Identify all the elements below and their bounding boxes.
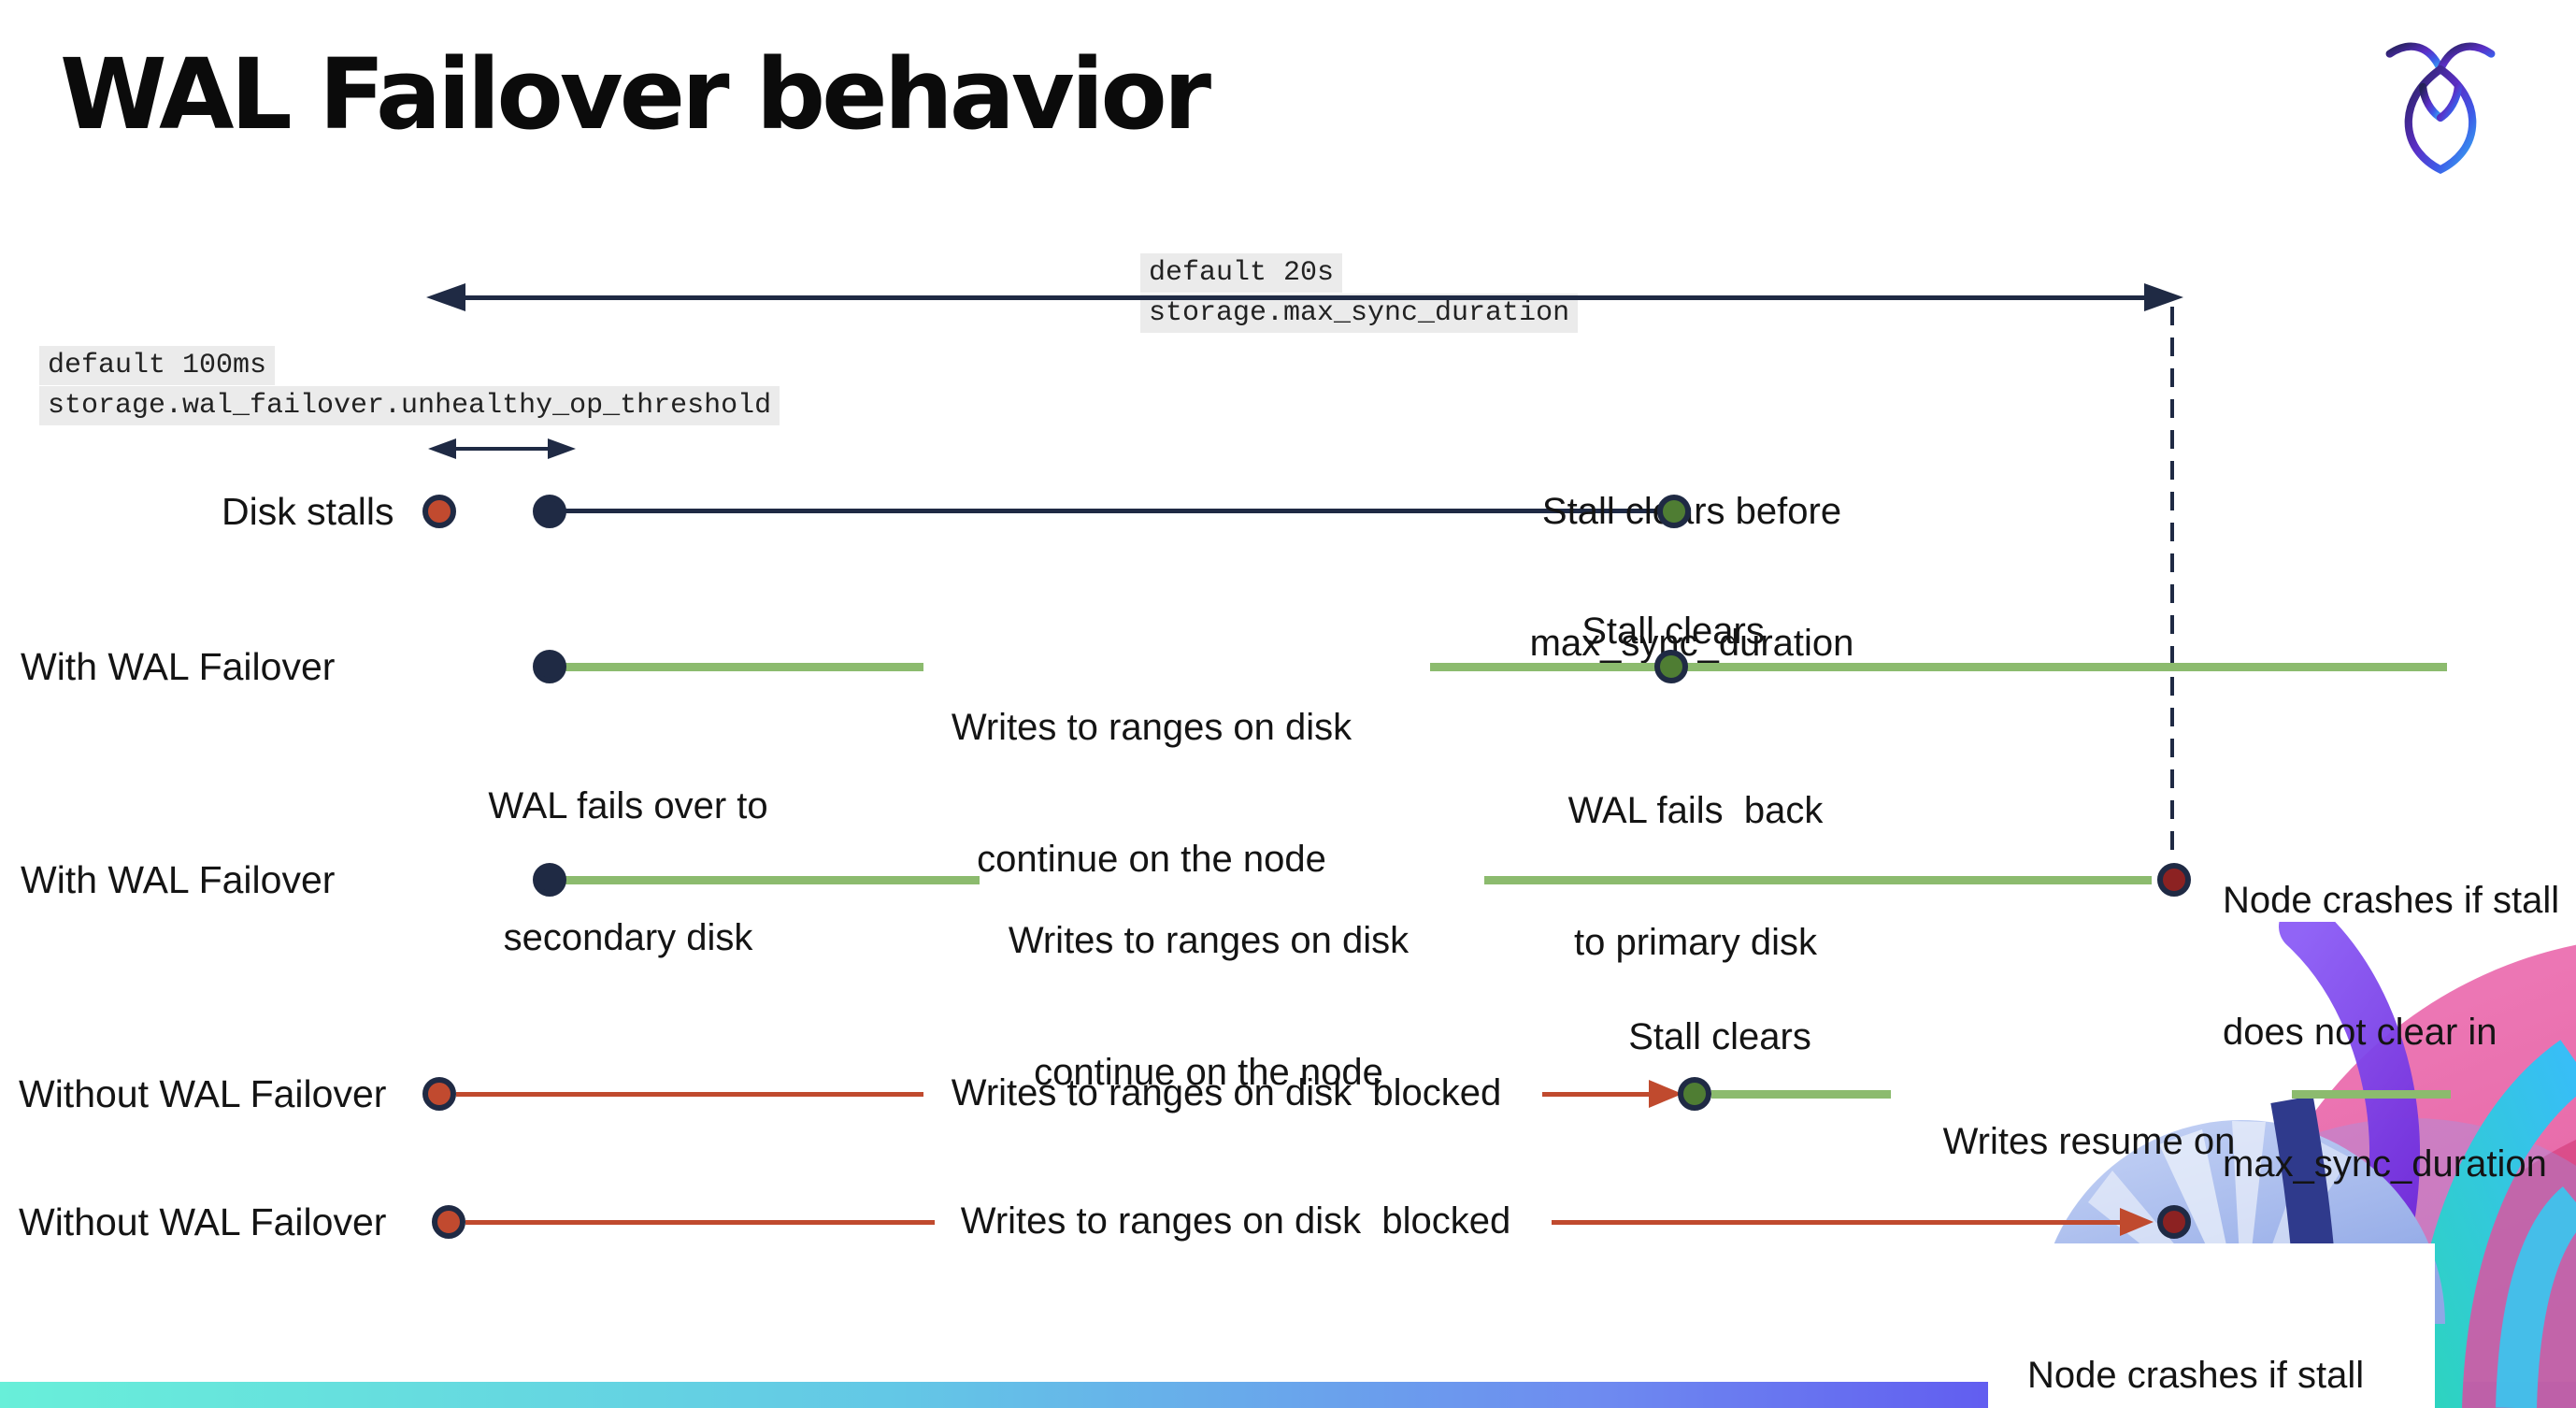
- row-without-failover-1-label: Without WAL Failover: [19, 1072, 387, 1115]
- max-sync-arrowhead-left: [426, 283, 465, 311]
- stall-clears-before-note: Stall clears before max_sync_duration: [1529, 491, 1854, 664]
- writes-continue-note-row2: Writes to ranges on disk continue on the…: [951, 707, 1352, 880]
- stall-clears-dot-row4: [1678, 1077, 1711, 1111]
- max-sync-default-label: default 20s: [1140, 253, 1343, 293]
- threshold-arrow-line: [454, 447, 550, 451]
- writes-blocked-note-row5: Writes to ranges on disk blocked: [960, 1200, 1511, 1242]
- row-with-failover-1-label: With WAL Failover: [21, 645, 336, 688]
- stall-clears-dot-row1: [1657, 495, 1691, 528]
- node-crash-note-row3: Node crashes if stall does not clear in …: [2223, 880, 2560, 1185]
- cockroachdb-logo-icon: [2385, 42, 2496, 175]
- stall-clears-note-row2: Stall clears: [1581, 611, 1765, 652]
- writes-resume-line-row4a: [1711, 1090, 1891, 1099]
- node-crash-note-box: [1988, 1243, 2435, 1408]
- row-disk-stalls-label: Disk stalls: [222, 490, 394, 533]
- node-crash-note-row5: Node crashes if stall does not clear in …: [2027, 1355, 2365, 1396]
- node-crash-dot-row3: [2157, 863, 2191, 897]
- stall-clears-dot-row2: [1654, 650, 1688, 683]
- node-crash-dot-row5: [2157, 1205, 2191, 1239]
- writes-continue-line-row3b: [1484, 876, 2152, 884]
- disk-stall-timeline: [565, 509, 1658, 513]
- writes-blocked-line-row4b: [1542, 1092, 1651, 1097]
- threshold-arrowhead-right: [548, 438, 576, 459]
- failover-dot-row2: [533, 650, 566, 683]
- wal-fails-back-note: WAL fails back to primary disk: [1567, 790, 1824, 963]
- writes-blocked-line-row4a: [456, 1092, 923, 1097]
- max-sync-setting-label: storage.max_sync_duration: [1140, 294, 1579, 333]
- row-with-failover-2-label: With WAL Failover: [21, 858, 336, 901]
- max-sync-arrowhead-right: [2144, 283, 2183, 311]
- disk-stall-start-dot: [422, 495, 456, 528]
- writes-resume-line-row4b: [2292, 1090, 2451, 1099]
- writes-blocked-line-row5b: [1552, 1220, 2122, 1225]
- writes-blocked-note-row4: Writes to ranges on disk blocked: [951, 1072, 1502, 1113]
- disk-stall-dot-row5: [432, 1205, 465, 1239]
- threshold-default-label: default 100ms: [39, 346, 276, 385]
- blocked-arrowhead-row4: [1649, 1080, 1682, 1108]
- writes-continue-line-row2a: [565, 663, 923, 671]
- row-without-failover-2-label: Without WAL Failover: [19, 1200, 387, 1243]
- writes-continue-note-row3: Writes to ranges on disk continue on the…: [1008, 920, 1410, 1093]
- wal-fails-over-note: WAL fails over to secondary disk: [488, 785, 768, 958]
- writes-blocked-line-row5a: [465, 1220, 935, 1225]
- writes-continue-line-row2b: [1430, 663, 2447, 671]
- max-sync-arrow-line: [464, 295, 2146, 300]
- stall-clears-note-row4: Stall clears: [1628, 1016, 1811, 1057]
- threshold-setting-label: storage.wal_failover.unhealthy_op_thresh…: [39, 386, 780, 425]
- max-sync-deadline-dashed-line: [2170, 307, 2174, 860]
- disk-stall-dot-row4: [422, 1077, 456, 1111]
- page-title: WAL Failover behavior: [60, 37, 1211, 151]
- failover-threshold-dot: [533, 495, 566, 528]
- writes-continue-line-row3a: [565, 876, 980, 884]
- failover-dot-row3: [533, 863, 566, 897]
- blocked-arrowhead-row5: [2120, 1208, 2154, 1236]
- threshold-arrowhead-left: [428, 438, 456, 459]
